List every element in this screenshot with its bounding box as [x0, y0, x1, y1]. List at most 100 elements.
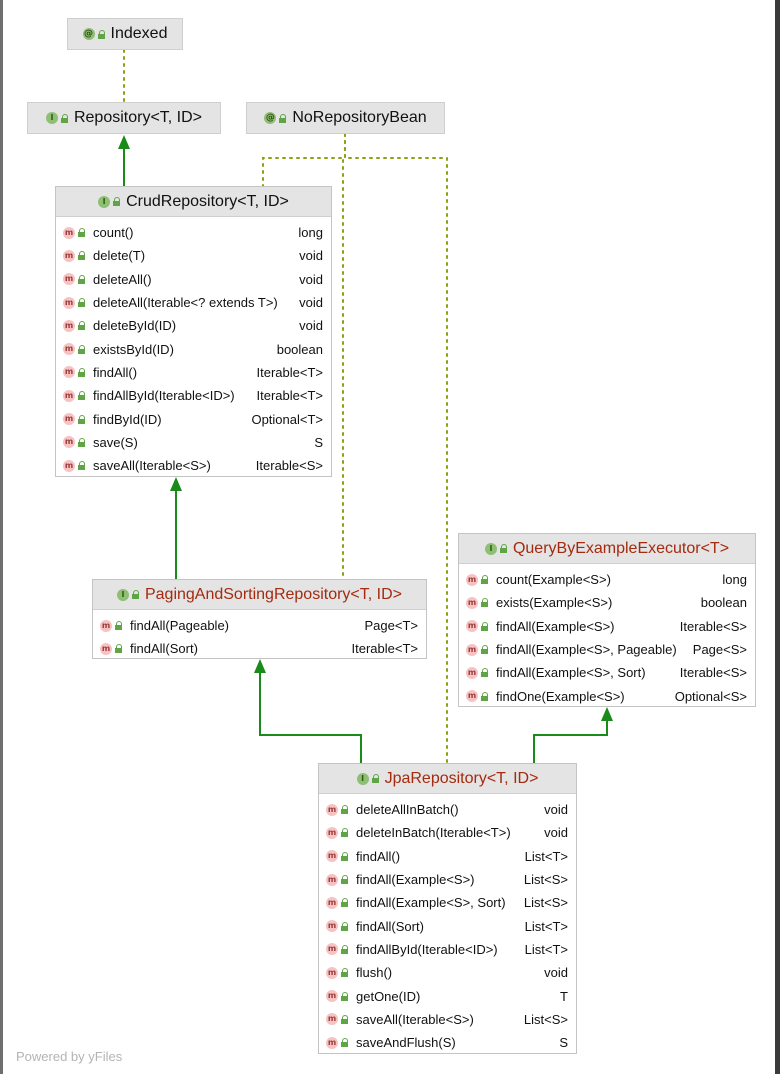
annotation-icon: @ — [264, 112, 277, 124]
method-name: getOne(ID) — [356, 988, 421, 1004]
method-icon: m — [466, 643, 478, 656]
method-name: findAll() — [356, 848, 401, 864]
method-icon: m — [326, 803, 338, 816]
lock-icon — [481, 691, 488, 701]
window-frame-right — [775, 0, 780, 1074]
method-return-type: Iterable<S> — [679, 665, 747, 681]
node-querybyexampleexecutor-header: I QueryByExampleExecutor<T> — [459, 534, 755, 564]
method-return-type: List<T> — [524, 918, 568, 934]
method-icon: m — [63, 366, 75, 379]
method-return-type: Iterable<S> — [679, 618, 747, 634]
lock-icon — [78, 344, 85, 354]
lock-icon — [78, 298, 85, 308]
method-name: findAll(Pageable) — [130, 618, 230, 634]
lock-icon — [78, 461, 85, 471]
lock-icon — [113, 197, 121, 206]
method-return-type: Page<T> — [364, 618, 419, 634]
lock-icon — [481, 645, 488, 655]
lock-icon — [78, 228, 85, 238]
node-norepositorybean[interactable]: @ NoRepositoryBean — [246, 102, 445, 134]
lock-icon — [97, 29, 105, 39]
method-return-type: void — [544, 965, 568, 981]
method-name: saveAll(Iterable<S>) — [356, 1011, 474, 1027]
edge-norepositorybean-jpa — [344, 133, 448, 764]
arrowhead-paging — [254, 659, 266, 673]
method-return-type: Page<S> — [692, 642, 747, 658]
method-icon: m — [100, 642, 112, 655]
lock-icon — [341, 991, 348, 1001]
lock-icon — [341, 1038, 348, 1048]
method-name: deleteAllInBatch() — [356, 802, 459, 818]
node-title: Repository<T, ID> — [73, 109, 203, 126]
lock-icon — [115, 644, 122, 654]
method-icon: m — [63, 343, 75, 356]
annotation-icon: @ — [82, 28, 95, 40]
method-icon: m — [466, 596, 478, 609]
arrowhead-crud — [170, 477, 182, 491]
method-return-type: void — [299, 248, 323, 264]
method-return-type: void — [299, 295, 323, 311]
arrowhead-qbe — [601, 707, 613, 721]
node-title: QueryByExampleExecutor<T> — [512, 539, 730, 557]
method-name: findAll(Example<S>) — [356, 872, 475, 888]
interface-icon: I — [116, 588, 129, 601]
powered-by-watermark: Powered by yFiles — [16, 1049, 123, 1064]
method-name: existsById(ID) — [93, 341, 174, 357]
node-repository-header: I Repository<T, ID> — [28, 103, 220, 133]
method-icon: m — [63, 436, 75, 449]
method-name: findAll() — [93, 364, 138, 380]
node-title: PagingAndSortingRepository<T, ID> — [144, 585, 403, 603]
node-repository[interactable]: I Repository<T, ID> — [27, 102, 221, 134]
method-icon: m — [63, 389, 75, 402]
method-icon: m — [326, 920, 338, 933]
method-icon: m — [326, 896, 338, 909]
node-indexed[interactable]: @ Indexed — [67, 18, 183, 50]
method-name: save(S) — [93, 434, 138, 450]
method-name: findAllById(Iterable<ID>) — [93, 388, 235, 404]
method-return-type: Iterable<T> — [351, 641, 419, 657]
lock-icon — [78, 391, 85, 401]
method-return-type: List<T> — [524, 848, 568, 864]
method-name: findOne(Example<S>) — [496, 688, 625, 704]
node-norepositorybean-header: @ NoRepositoryBean — [247, 103, 444, 133]
method-name: delete(T) — [93, 248, 146, 264]
lock-icon — [78, 321, 85, 331]
method-name: flush() — [356, 965, 393, 981]
